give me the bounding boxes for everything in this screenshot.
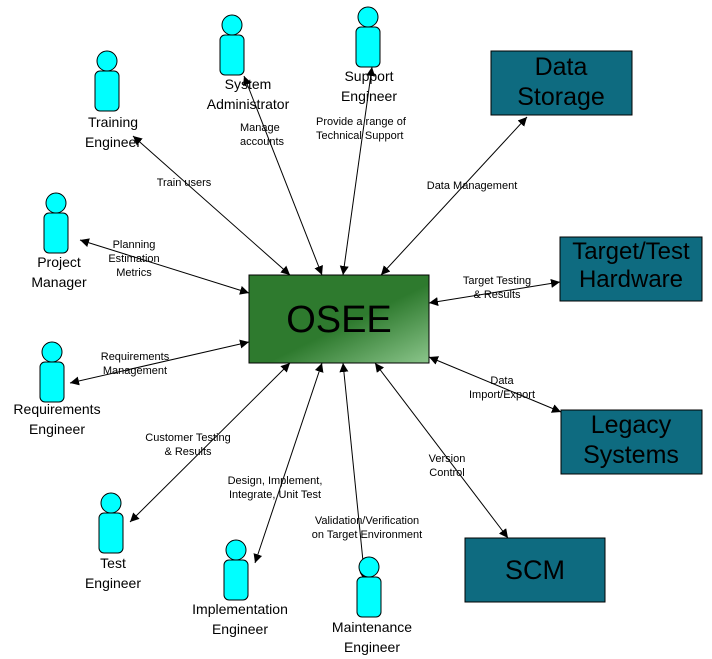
- test-edge-label: Customer Testing& Results: [145, 432, 230, 458]
- osee-center-label: OSEE: [286, 299, 392, 341]
- test-actor-icon: [98, 492, 124, 554]
- target-connector: [428, 278, 561, 307]
- maint-connector: [339, 362, 369, 582]
- support-actor-icon: [355, 6, 381, 68]
- pm-actor-icon: [43, 192, 69, 254]
- target-edge-label: Target Testing& Results: [463, 275, 531, 301]
- pm-connector: [79, 238, 250, 295]
- impl-edge-label: Design, Implement,Integrate, Unit Test: [228, 475, 323, 501]
- req-actor-icon: [39, 341, 65, 403]
- training-actor-icon: [94, 50, 120, 112]
- sysadmin-connector: [243, 75, 323, 276]
- impl-actor-icon: [223, 539, 249, 601]
- storage-system-box: [490, 50, 633, 116]
- scm-system-box: [464, 537, 606, 603]
- osee-center-box: [248, 274, 430, 364]
- scm-system-name: SCM: [505, 555, 565, 585]
- target-system-box: [559, 236, 703, 302]
- storage-connector: [380, 116, 528, 276]
- impl-connector: [253, 362, 324, 564]
- storage-edge-label: Data Management: [427, 180, 518, 192]
- support-connector: [339, 66, 376, 276]
- legacy-system-box: [560, 409, 703, 475]
- maint-actor-icon: [356, 556, 382, 618]
- training-edge-label: Train users: [157, 177, 212, 189]
- req-connector: [69, 339, 250, 386]
- scm-connector: [374, 362, 509, 539]
- sysadmin-actor-icon: [219, 14, 245, 76]
